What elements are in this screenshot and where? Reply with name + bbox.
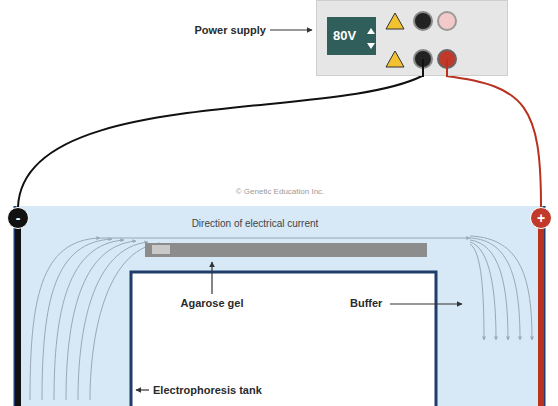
- part-label: Power supply: [194, 24, 266, 37]
- tank-platform: [131, 272, 436, 406]
- power-wire: [18, 76, 422, 207]
- leader-arrow: [211, 262, 212, 294]
- negative-electrode: [15, 218, 21, 406]
- electrode-terminal: +: [530, 207, 552, 229]
- power-supply-box: 80V: [316, 0, 508, 76]
- polarity-sign: +: [537, 211, 545, 225]
- field-lines: [30, 236, 532, 400]
- gel-well: [152, 245, 170, 254]
- positive-electrode: [538, 218, 544, 406]
- leader-arrow: [390, 303, 462, 304]
- voltage-display: 80V: [327, 17, 376, 55]
- power-wire: [446, 76, 541, 207]
- buffer-fill: [16, 206, 543, 406]
- supply-controls: [317, 1, 509, 77]
- part-label: Agarose gel: [181, 297, 244, 310]
- watermark: © Genetic Education Inc.: [236, 185, 325, 198]
- electrode-terminal: -: [7, 207, 29, 229]
- leader-arrow: [270, 29, 312, 30]
- polarity-sign: -: [16, 211, 21, 225]
- part-label: Direction of electrical current: [192, 217, 319, 230]
- part-label: Electrophoresis tank: [153, 384, 262, 397]
- agarose-gel: [145, 243, 427, 257]
- part-label: Buffer: [350, 297, 382, 310]
- leader-arrow: [136, 389, 149, 390]
